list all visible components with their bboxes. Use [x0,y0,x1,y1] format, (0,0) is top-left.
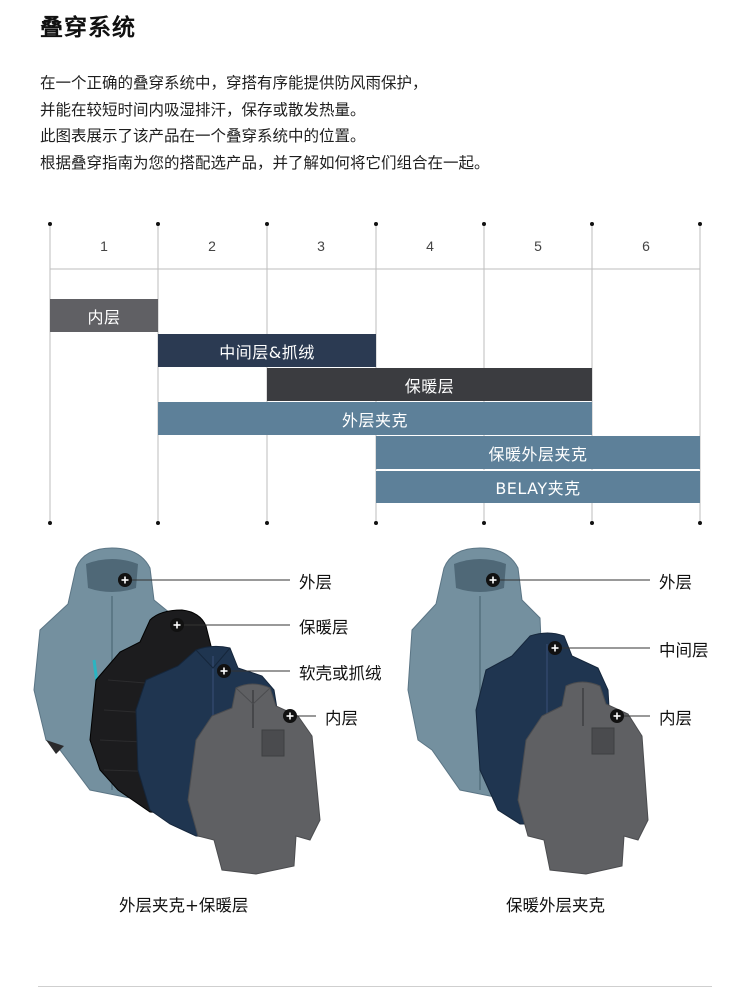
grid-dot [698,521,702,525]
column-number: 5 [534,238,542,254]
column-number: 1 [100,238,108,254]
grid-dot [156,521,160,525]
left-jacket-group [33,547,321,875]
callout-label-base: 内层 [659,709,692,728]
callout-label-base: 内层 [325,709,358,728]
intro-line: 并能在较短时间内吸湿排汗，保存或散发热量。 [40,100,366,119]
right-caption: 保暖外层夹克 [506,896,605,915]
grid-dot [590,222,594,226]
layer-bar-midlayer: 中间层&抓绒 [158,334,376,367]
column-number: 3 [317,238,325,254]
grid-dot [482,521,486,525]
grid-dot [374,222,378,226]
grid-dot [265,222,269,226]
layer-bar-base: 内层 [50,299,158,332]
plus-marker-icon [169,617,185,633]
plus-marker-icon [547,640,563,656]
column-number: 4 [426,238,434,254]
grid-dot [48,521,52,525]
callout-label-shell: 外层 [659,573,692,592]
grid-dot [698,222,702,226]
right-jacket-group [407,547,650,875]
callout-label-insulation: 保暖层 [299,618,349,637]
grid-dot [482,222,486,226]
column-number: 6 [642,238,650,254]
layer-bar-belay: BELAY夹克 [376,470,700,503]
grid-dot [374,521,378,525]
intro-text: 在一个正确的叠穿系统中，穿搭有序能提供防风雨保护， 并能在较短时间内吸湿排汗，保… [40,70,700,176]
grid-dot [156,222,160,226]
baselayer-top-image [517,681,649,875]
grid-dot [48,222,52,226]
baselayer-top-image [187,683,321,875]
layer-bar-insulation: 保暖层 [267,368,592,401]
callout-label-midlayer: 中间层 [659,641,709,660]
callout-label-softshell: 软壳或抓绒 [299,664,382,683]
grid-dot [265,521,269,525]
intro-line: 根据叠穿指南为您的搭配选产品，并了解如何将它们组合在一起。 [40,153,490,172]
layer-bar-shell: 外层夹克 [158,402,592,435]
layer-bar-insulated-shell: 保暖外层夹克 [376,436,700,469]
layering-illustration [33,547,650,875]
grid-dot [590,521,594,525]
plus-marker-icon [216,663,232,679]
callout-label-shell: 外层 [299,573,332,592]
intro-line: 在一个正确的叠穿系统中，穿搭有序能提供防风雨保护， [40,74,428,92]
plus-marker-icon [282,708,298,724]
plus-marker-icon [117,572,133,588]
plus-marker-icon [609,708,625,724]
page-title: 叠穿系统 [40,15,136,41]
left-caption: 外层夹克+保暖层 [119,896,249,915]
footer-divider [38,986,712,987]
plus-marker-icon [485,572,501,588]
column-number: 2 [208,238,216,254]
intro-line: 此图表展示了该产品在一个叠穿系统中的位置。 [40,127,366,145]
